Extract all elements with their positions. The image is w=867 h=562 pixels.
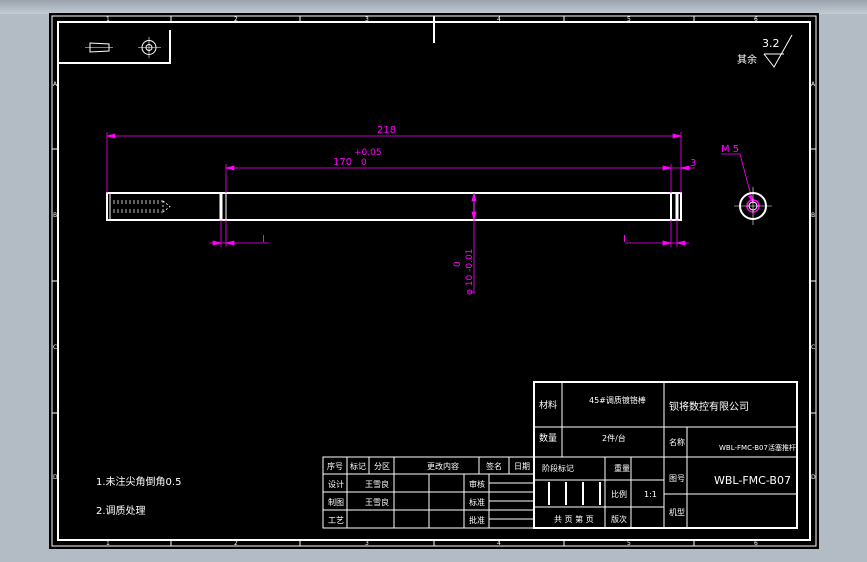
rev-header-date: 日期: [514, 462, 530, 471]
company-name: 钡将数控有限公司: [669, 400, 749, 413]
scale-label: 比例: [611, 489, 627, 499]
dim-diameter: φ 10 -0.01: [465, 249, 475, 295]
dim-right-offset: 3: [690, 158, 696, 169]
zone-left-a: A: [53, 81, 58, 88]
name-value: WBL-FMC-B07活塞推杆: [719, 443, 796, 452]
zone-right-d: D: [811, 474, 816, 481]
zone-right-a: A: [811, 81, 816, 88]
revision-block: 序号 标记 分区 更改内容 签名 日期 设计 王雪良 审核 制图 王雪良 标准 …: [327, 461, 530, 525]
zone-right-b: B: [811, 212, 815, 219]
drawing-no-label: 图号: [669, 474, 685, 483]
rev-row1-name: 王雪良: [365, 479, 389, 489]
zone-top-2: 2: [234, 16, 238, 23]
zone-left-b: B: [53, 212, 57, 219]
zone-bottom-4: 4: [497, 540, 501, 547]
rev-header-zone: 分区: [374, 462, 390, 471]
dim-thread: M 5: [721, 144, 739, 155]
rev-row3-role: 工艺: [328, 516, 344, 525]
surface-finish-label: 其余: [737, 53, 757, 66]
quantity-value: 2件/台: [602, 433, 626, 443]
zone-bottom-2: 2: [234, 540, 238, 547]
zone-top-1: 1: [106, 16, 110, 23]
title-block: [322, 381, 798, 529]
part-no-label: 机型: [669, 507, 685, 517]
zone-top-4: 4: [497, 16, 501, 23]
zone-top-5: 5: [627, 16, 631, 23]
name-label: 名称: [669, 437, 685, 447]
weight-label: 重量: [614, 463, 630, 473]
rod-part-view: [106, 192, 682, 221]
dim-overall-length: 218: [377, 125, 396, 136]
zone-top-6: 6: [754, 16, 758, 23]
drawing-sheet: 1 2 3 4 5 6 1 2 3 4 5 6 A B C D A B C D …: [49, 13, 819, 549]
rev-header-mark: 标记: [350, 461, 366, 471]
rev-header-content: 更改内容: [427, 461, 459, 471]
rev-row3-check: 批准: [469, 515, 485, 525]
rev-header-sign: 签名: [486, 461, 502, 471]
rev-row2-name: 王雪良: [365, 497, 389, 507]
section-marker-right: I: [623, 234, 626, 245]
rev-row2-role: 制图: [328, 497, 344, 507]
surface-finish-value: 3.2: [762, 37, 780, 50]
technical-notes: 1.未注尖角倒角0.5 2.调质处理: [96, 475, 181, 517]
rev-header-seq: 序号: [327, 461, 343, 471]
surface-finish-symbol: 其余 3.2: [737, 34, 793, 68]
rev-row1-role: 设计: [328, 479, 344, 489]
note-1: 1.未注尖角倒角0.5: [96, 475, 181, 488]
rev-row2-check: 标准: [469, 497, 485, 507]
title-block-text: 材料 45#调质镀铬棒 钡将数控有限公司 数量 2件/台 名称 WBL-FMC-…: [539, 395, 796, 524]
threaded-hole: [113, 200, 171, 213]
dim-diameter-tol-upper: 0: [453, 261, 463, 267]
material-label: 材料: [539, 399, 557, 411]
zone-bottom-1: 1: [106, 540, 110, 547]
stage-label: 阶段标记: [542, 463, 574, 473]
sheet-label: 共 页 第 页: [554, 514, 594, 524]
zone-bottom-6: 6: [754, 540, 758, 547]
projection-symbol-icon: [58, 30, 171, 64]
dimension-lines: [106, 132, 695, 293]
zone-right-c: C: [811, 344, 815, 351]
note-2: 2.调质处理: [96, 505, 146, 517]
zone-bottom-3: 3: [365, 540, 369, 547]
cad-drawing: 1 2 3 4 5 6 1 2 3 4 5 6 A B C D A B C D …: [51, 15, 817, 547]
drawing-no-value: WBL-FMC-B07: [714, 474, 791, 487]
zone-left-d: D: [53, 474, 58, 481]
rev-row1-check: 审核: [469, 479, 485, 489]
dim-inner-length-suffix: 0: [361, 158, 367, 168]
scale-value: 1:1: [644, 490, 657, 499]
zone-left-c: C: [53, 344, 57, 351]
version-label: 版次: [611, 514, 627, 524]
dim-inner-length: 170: [333, 157, 352, 168]
material-value: 45#调质镀铬棒: [589, 395, 646, 405]
end-view: [721, 153, 772, 225]
zone-bottom-5: 5: [627, 540, 631, 547]
window-frame-top: [0, 0, 867, 14]
section-marker-left: I: [262, 234, 265, 245]
zone-top-3: 3: [365, 16, 369, 23]
dimension-text: 218 3 +0.05 170 0 I I 0 φ 10 -0.01 M 5: [262, 125, 739, 295]
quantity-label: 数量: [539, 432, 557, 444]
dim-tolerance-upper: +0.05: [354, 148, 382, 158]
